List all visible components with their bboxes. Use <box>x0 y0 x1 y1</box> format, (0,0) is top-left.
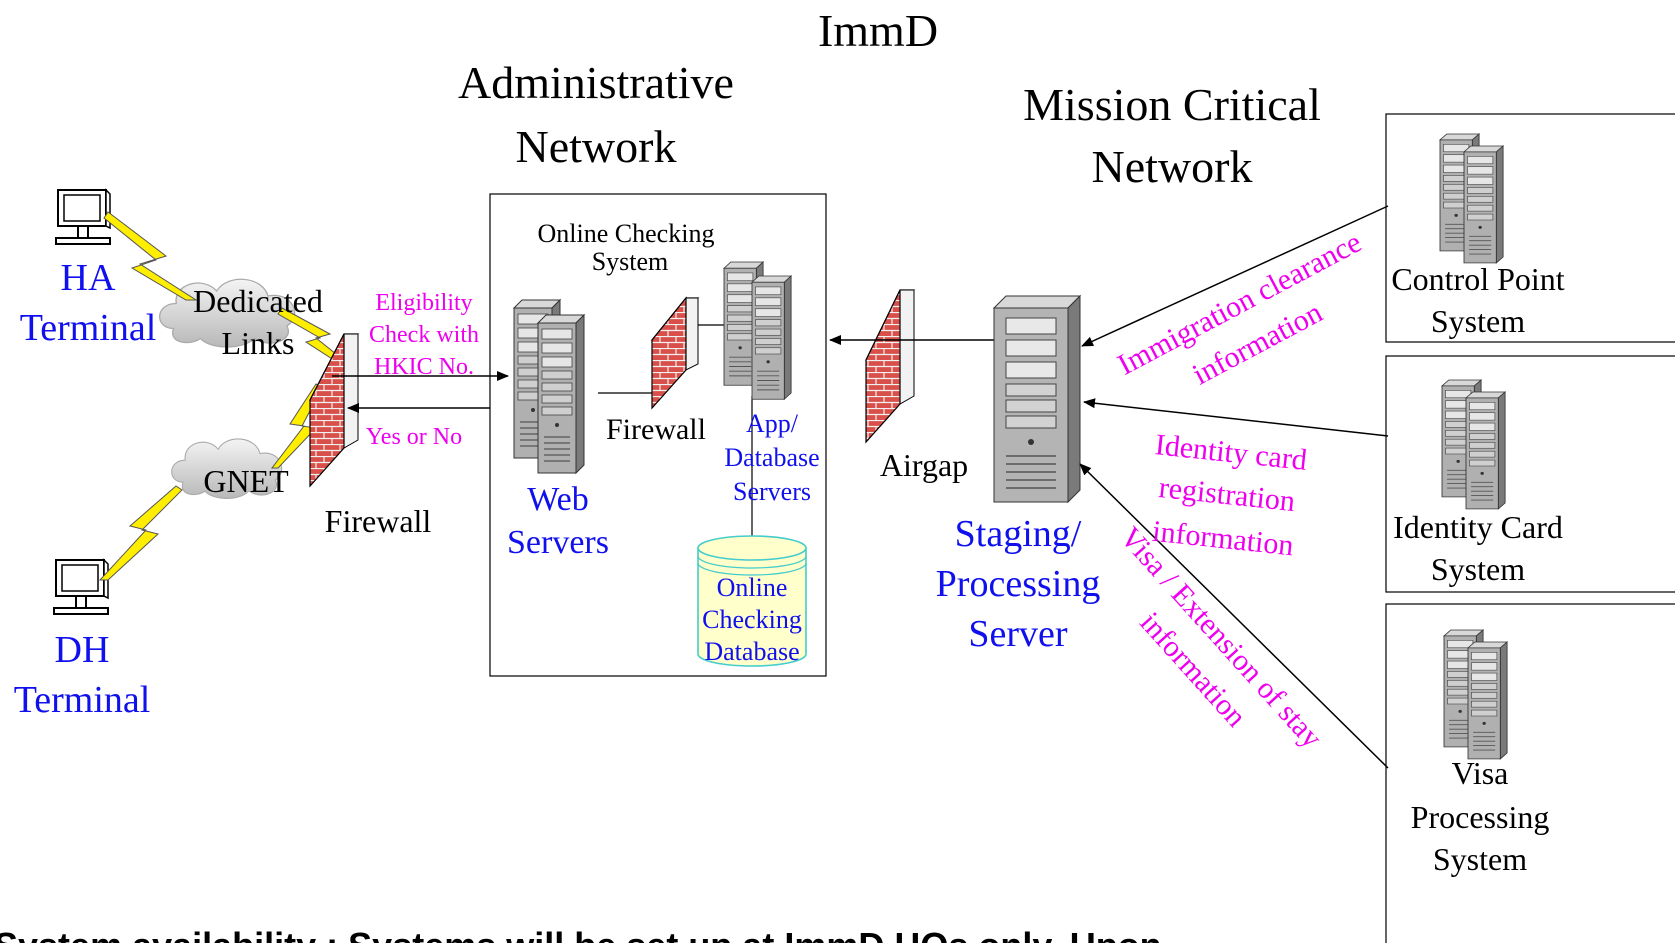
identity-card-server-icon <box>1441 379 1506 510</box>
eligibility-request-label-line3: HKIC No. <box>374 354 474 380</box>
online-checking-database-icon <box>697 535 807 667</box>
visa-processing-label-line2: Processing <box>1411 799 1550 835</box>
inner-firewall-label: Firewall <box>606 413 706 446</box>
control-point-server-icon <box>1439 133 1504 264</box>
web-servers-label-line1: Web <box>527 481 588 518</box>
staging-server-label-line3: Server <box>968 613 1068 655</box>
admin-network-label-line2: Network <box>516 121 677 172</box>
staging-server-icon <box>993 295 1081 503</box>
ha-terminal-label-line1: HA <box>61 257 116 299</box>
dedicated-links-label-line2: Links <box>222 325 295 361</box>
control-point-label-line2: System <box>1431 303 1525 339</box>
control-point-label-line1: Control Point <box>1391 261 1564 297</box>
staging-server-label-line2: Processing <box>936 563 1101 605</box>
eligibility-request-label-line2: Check with <box>369 322 479 348</box>
mission-network-label-line1: Mission Critical <box>1023 79 1321 130</box>
staging-server-label-line1: Staging/ <box>955 513 1082 555</box>
app-database-servers-icon <box>723 261 792 400</box>
visa-processing-system-box <box>1385 603 1675 943</box>
app-database-label-line2: Database <box>724 443 819 472</box>
eligibility-request-label-line1: Eligibility <box>375 290 472 316</box>
database-label-line2: Checking <box>702 605 802 634</box>
online-checking-system-label-line1: Online Checking <box>538 219 715 248</box>
gnet-label: GNET <box>203 463 289 499</box>
identity-flow-label-line1: Identity card <box>1153 428 1308 477</box>
outer-firewall-label: Firewall <box>325 503 432 539</box>
visa-processing-server-icon <box>1443 629 1508 760</box>
yes-no-response-label: Yes or No <box>366 424 462 450</box>
control-point-flow-arrow <box>1081 205 1389 347</box>
identity-card-label-line1: Identity Card <box>1393 509 1563 545</box>
visa-processing-label-line3: System <box>1433 841 1527 877</box>
web-servers-icon <box>513 299 585 474</box>
database-label-line1: Online <box>717 573 788 602</box>
footer-text: System availability : Systems will be se… <box>0 925 1162 943</box>
dedicated-links-label-line1: Dedicated <box>193 283 323 319</box>
web-servers-label-line2: Servers <box>507 524 609 561</box>
visa-processing-label-line1: Visa <box>1452 755 1509 791</box>
airgap-firewall-icon <box>865 289 915 444</box>
admin-network-label-line1: Administrative <box>458 57 734 108</box>
lightning-icon <box>98 211 348 581</box>
dh-terminal-icon <box>53 559 109 615</box>
diagram-title: ImmD <box>818 5 938 56</box>
control-point-system-box <box>1385 113 1675 343</box>
app-database-label-line3: Servers <box>733 477 811 506</box>
inner-firewall-icon <box>650 296 700 410</box>
ha-terminal-icon <box>55 189 111 245</box>
identity-flow-label-line2: registration <box>1157 471 1296 518</box>
airgap-label: Airgap <box>880 447 968 483</box>
dh-terminal-label-line1: DH <box>55 629 110 671</box>
dh-terminal-label-line2: Terminal <box>14 679 151 721</box>
identity-card-label-line2: System <box>1431 551 1525 587</box>
ha-terminal-label-line2: Terminal <box>20 307 157 349</box>
online-checking-system-label-line2: System <box>592 247 669 276</box>
identity-card-system-box <box>1385 355 1675 593</box>
visa-flow-arrow <box>1079 463 1389 769</box>
mission-network-label-line2: Network <box>1092 141 1253 192</box>
identity-card-flow-arrow <box>1083 398 1389 437</box>
database-label-line3: Database <box>704 637 799 666</box>
app-database-label-line1: App/ <box>746 409 799 438</box>
outer-firewall-icon <box>309 333 359 488</box>
